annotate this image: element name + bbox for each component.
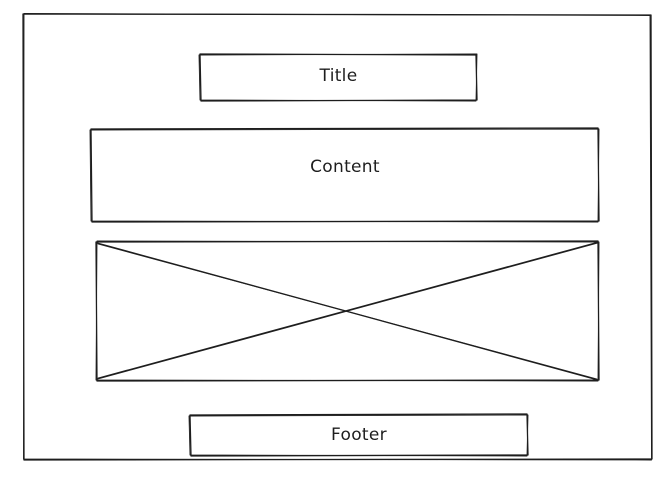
content-label: Content	[310, 157, 380, 177]
footer-label: Footer	[331, 425, 387, 445]
title-box	[198, 53, 478, 102]
title-label: Title	[319, 66, 358, 86]
image-placeholder	[95, 240, 600, 382]
placeholder-cross-line-2	[96, 242, 598, 380]
page-frame	[22, 13, 653, 461]
content-box	[89, 127, 600, 223]
footer-box	[188, 413, 529, 457]
